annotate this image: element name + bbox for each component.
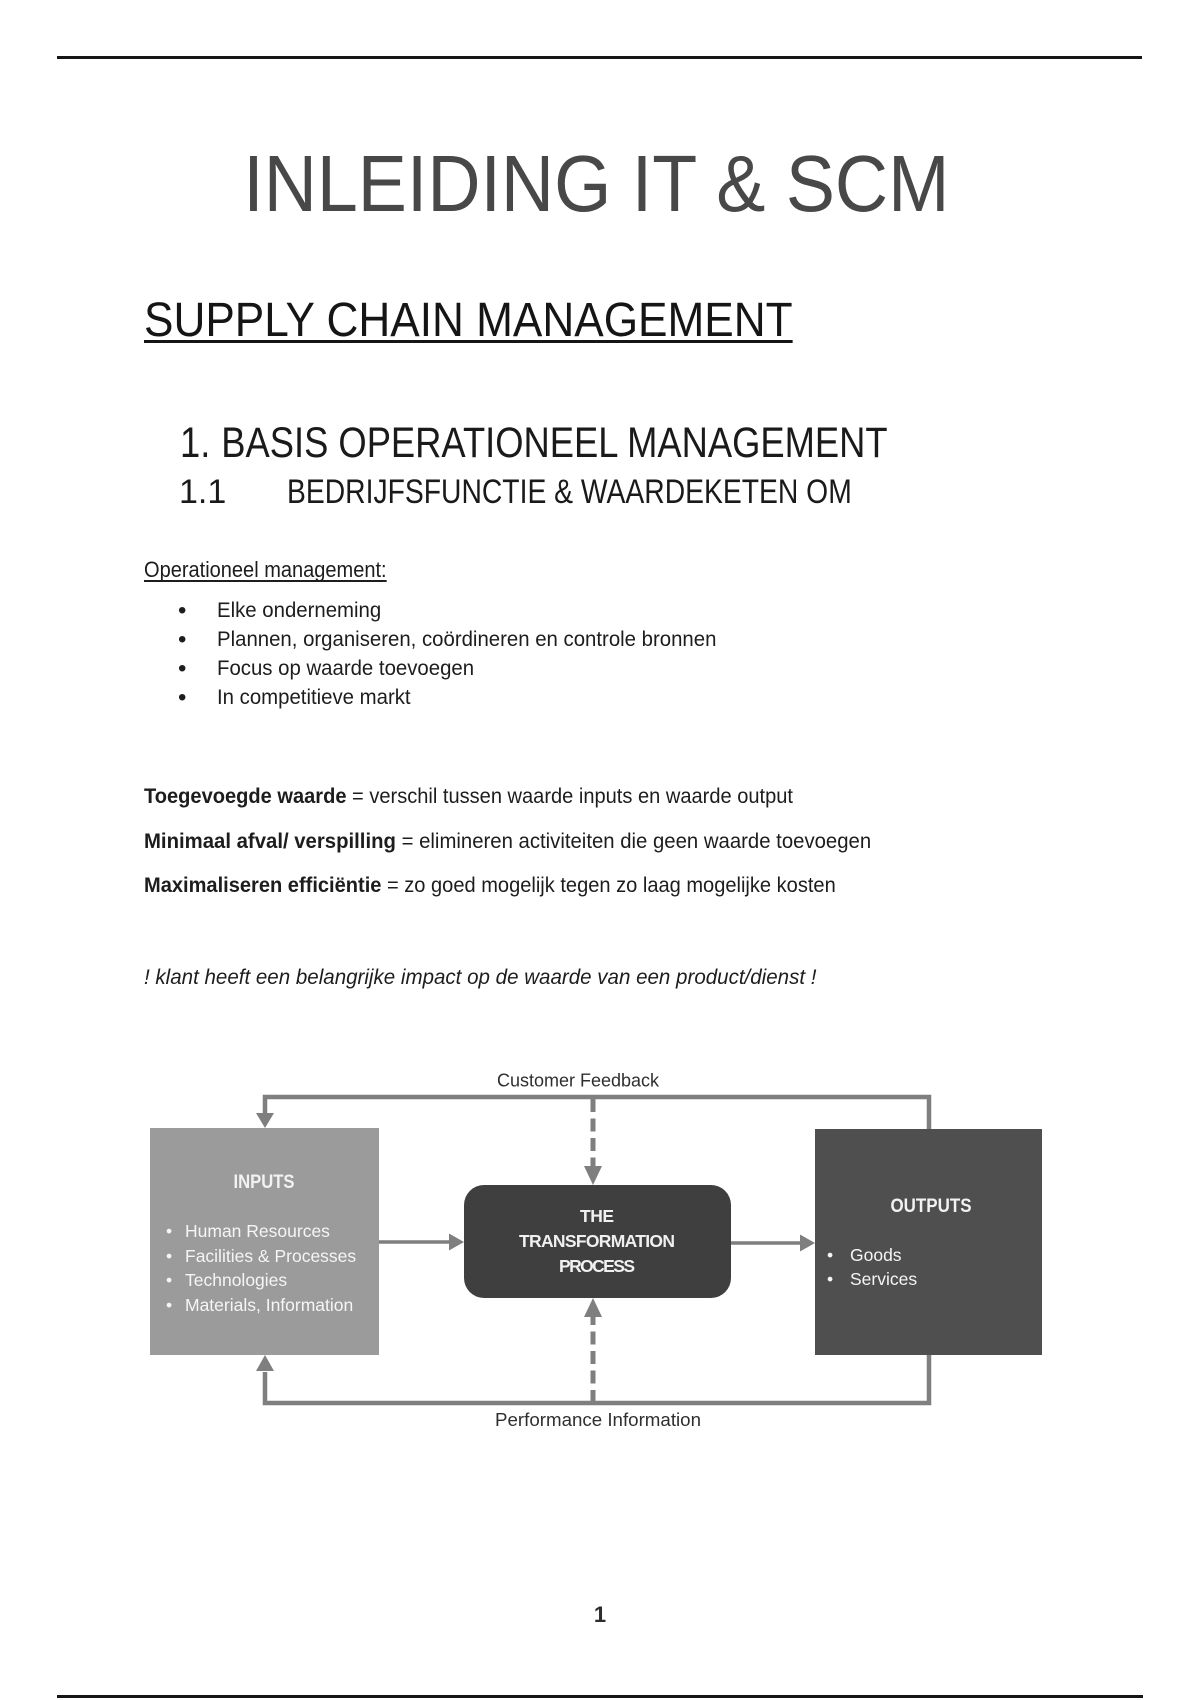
- svg-text:OUTPUTS: OUTPUTS: [891, 1196, 972, 1217]
- svg-text:•: •: [166, 1221, 172, 1241]
- svg-text:Services: Services: [850, 1269, 917, 1289]
- svg-text:Materials, Information: Materials, Information: [185, 1295, 353, 1315]
- svg-text:Technologies: Technologies: [185, 1270, 287, 1290]
- svg-text:•: •: [827, 1269, 833, 1289]
- svg-text:•: •: [166, 1295, 172, 1315]
- svg-text:•: •: [166, 1246, 172, 1266]
- svg-text:PROCESS: PROCESS: [559, 1256, 635, 1276]
- svg-text:Human Resources: Human Resources: [185, 1221, 330, 1241]
- svg-text:THE: THE: [580, 1206, 614, 1226]
- svg-text:Performance Information: Performance Information: [495, 1410, 701, 1430]
- svg-text:•: •: [827, 1245, 833, 1265]
- svg-text:Facilities & Processes: Facilities & Processes: [185, 1246, 356, 1266]
- svg-text:Goods: Goods: [850, 1245, 902, 1265]
- svg-text:INPUTS: INPUTS: [234, 1172, 295, 1193]
- svg-text:Customer Feedback: Customer Feedback: [497, 1071, 660, 1091]
- svg-text:•: •: [166, 1270, 172, 1290]
- svg-text:TRANSFORMATION: TRANSFORMATION: [519, 1231, 675, 1251]
